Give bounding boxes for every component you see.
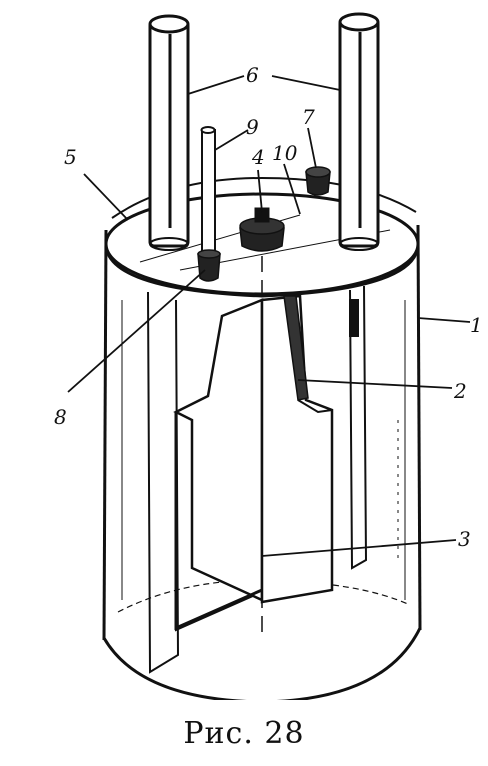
leader-lines	[67, 75, 471, 557]
electrode-right	[349, 285, 368, 570]
label-9: 9	[246, 115, 259, 139]
tube-left	[148, 14, 190, 251]
label-5: 5	[64, 145, 77, 169]
label-6: 6	[246, 63, 259, 87]
label-7: 7	[302, 105, 315, 129]
central-stopper	[239, 207, 285, 252]
stopper-8	[197, 249, 221, 282]
cathode-plate	[173, 294, 334, 631]
thin-tube	[200, 126, 216, 257]
figure-caption: Рис. 28	[183, 716, 305, 751]
stopper-7	[305, 166, 331, 196]
label-10: 10	[272, 141, 298, 165]
anode-rod	[283, 295, 333, 414]
label-3: 3	[458, 527, 471, 551]
label-2: 2	[453, 379, 467, 403]
label-1: 1	[470, 313, 483, 337]
label-8: 8	[54, 405, 67, 429]
label-4: 4	[251, 145, 265, 169]
electrolytic-cell-diagram: 6 9 7 5 4 10 1 2 3 8	[54, 12, 483, 700]
tube-right	[338, 12, 380, 251]
